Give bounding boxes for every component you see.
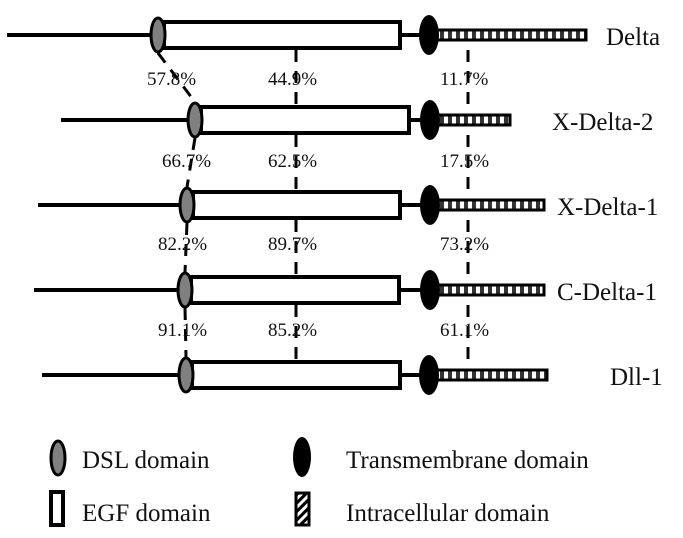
proteins-layer [7,15,588,395]
transmembrane-domain [420,100,440,140]
identity-dsl-4: 91.1% [158,320,207,341]
transmembrane-domain [420,270,440,310]
legend-item-egf: EGF domain [49,490,211,527]
legend-label-dsl: DSL domain [82,447,210,474]
egf-domain-icon [49,490,65,527]
identity-ic-4: 61.1% [440,320,489,341]
identity-egf-3: 89.7% [268,234,317,255]
egf-domain [190,360,402,390]
identity-egf-2: 62.5% [268,151,317,172]
legend-item-dsl: DSL domain [49,439,210,477]
intracellular-domain [428,283,546,297]
protein-label-x-delta-2: X-Delta-2 [552,109,653,136]
protein-dll-1 [42,355,549,395]
protein-delta [7,15,588,55]
intracellular-domain [427,368,549,382]
intracellular-domain [428,198,546,212]
egf-domain [199,105,411,135]
dsl-identity-connector [185,137,197,188]
legend-label-egf: EGF domain [82,500,211,527]
identity-ic-2: 17.5% [440,151,489,172]
dsl-domain [186,101,204,139]
egf-domain [162,20,402,50]
egf-domain [191,190,402,220]
legend-label-tm: Transmembrane domain [346,447,589,474]
identity-ic-1: 11.7% [440,69,489,90]
legend: DSL domain Transmembrane domain EGF doma… [49,437,589,527]
legend-item-tm: Transmembrane domain [293,437,589,477]
transmembrane-domain [419,15,439,55]
dsl-domain [176,271,194,309]
protein-x-delta-2 [61,100,512,140]
identity-egf-4: 85.2% [268,320,317,341]
identity-egf-1: 44.9% [268,69,317,90]
identity-connectors [156,50,470,360]
protein-label-x-delta-1: X-Delta-1 [557,194,658,221]
transmembrane-domain-icon [293,437,311,477]
protein-x-delta-1 [38,185,546,225]
protein-c-delta-1 [34,270,546,310]
dsl-domain [149,16,167,54]
protein-label-delta: Delta [606,24,660,51]
identity-dsl-1: 57.8% [147,69,196,90]
dsl-identity-connector [183,222,189,273]
protein-label-c-delta-1: C-Delta-1 [557,279,657,306]
intracellular-domain [427,28,588,42]
legend-item-intracellular: Intracellular domain [294,491,550,527]
egf-domain [189,275,401,305]
dsl-identity-connector [156,52,197,103]
dsl-domain [178,186,196,224]
legend-label-intracellular: Intracellular domain [346,500,550,527]
transmembrane-domain [419,355,439,395]
dsl-domain-icon [49,439,67,477]
dsl-domain [177,356,195,394]
identity-dsl-2: 66.7% [162,151,211,172]
identity-dsl-3: 82.2% [158,234,207,255]
transmembrane-domain [420,185,440,225]
identity-ic-3: 73.2% [440,234,489,255]
intracellular-domain [428,113,512,127]
dsl-identity-connector [183,307,188,358]
intracellular-domain-icon [294,491,311,527]
protein-label-dll-1: Dll-1 [610,364,663,391]
